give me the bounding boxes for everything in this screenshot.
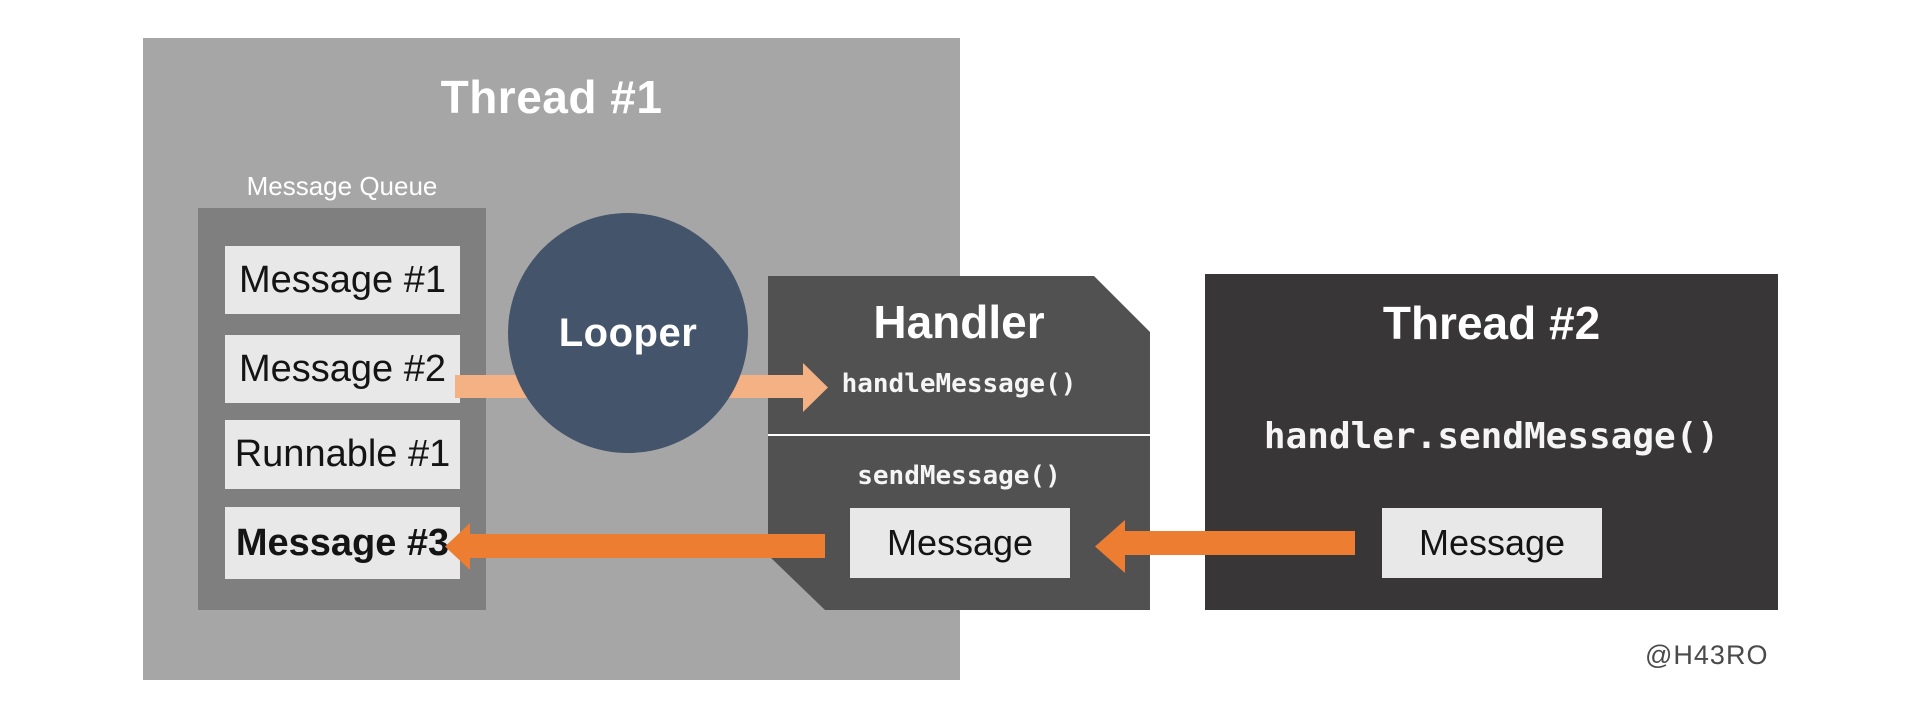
queue-item-message3: Message #3	[225, 507, 460, 579]
handler-handlemessage-method: handleMessage()	[841, 369, 1077, 399]
thread2-message-box: Message	[1382, 508, 1602, 578]
handler-sendmessage-method: sendMessage()	[857, 461, 1061, 491]
thread2-title: Thread #2	[1382, 297, 1601, 349]
handler-message-box: Message	[850, 508, 1070, 578]
author-watermark: @H43RO	[1645, 640, 1769, 670]
queue-item-message2: Message #2	[225, 335, 460, 403]
handler-title: Handler	[873, 296, 1045, 348]
message-queue-label: Message Queue	[246, 171, 438, 201]
thread2-sendmessage-code: handler.sendMessage()	[1263, 416, 1720, 457]
queue-item-runnable1: Runnable #1	[225, 420, 460, 489]
queue-item-message1: Message #1	[225, 246, 460, 314]
thread2-to-handler-arrow	[1095, 520, 1355, 573]
handler-box: Handler handleMessage() sendMessage() Me…	[768, 276, 1150, 610]
thread1-title: Thread #1	[440, 71, 663, 123]
handler-to-queue-arrow	[445, 523, 825, 570]
looper-circle: Looper	[508, 213, 748, 453]
handler-divider	[768, 434, 1150, 436]
